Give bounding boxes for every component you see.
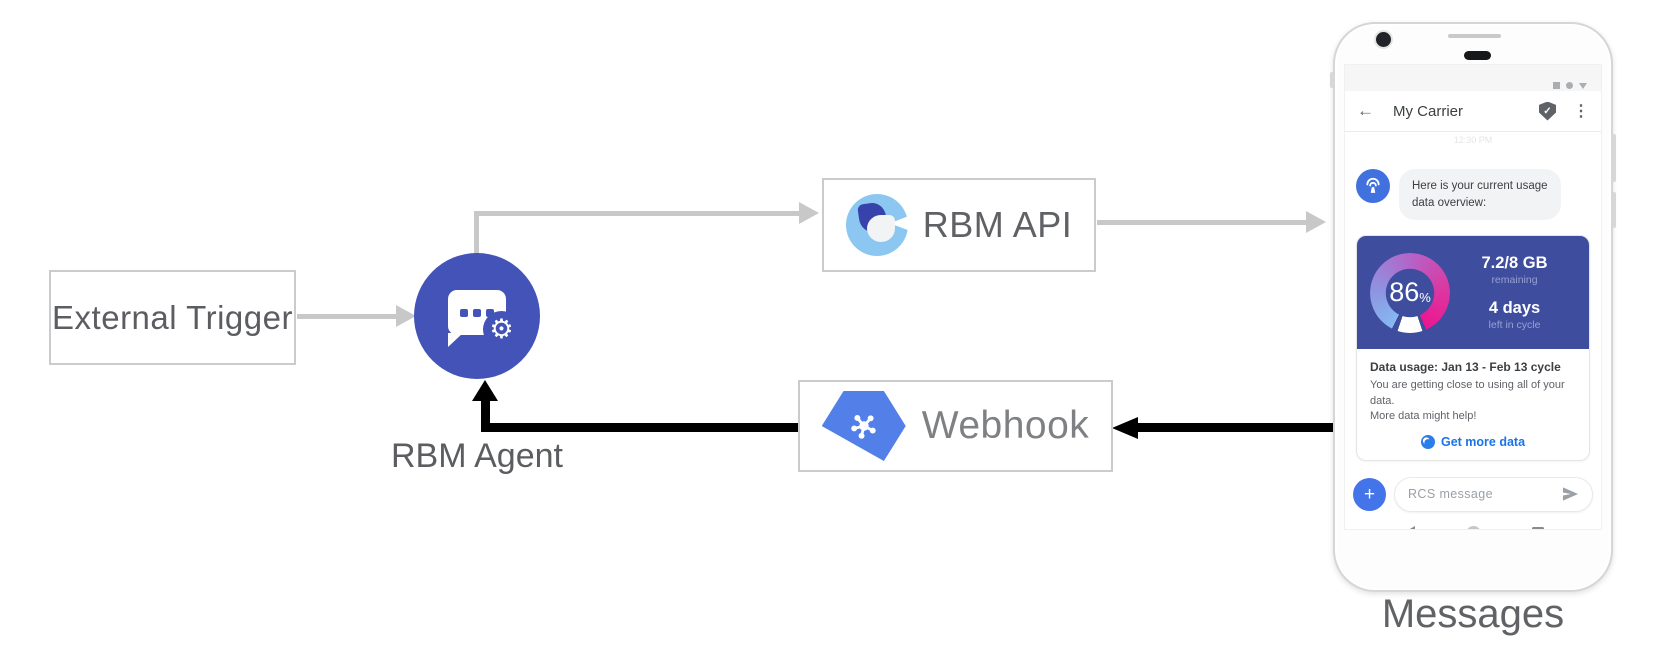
usage-stats: 7.2/8 GB remaining 4 days left in cycle: [1450, 254, 1579, 331]
agent-message-line1: Here is your current usage: [1412, 180, 1548, 192]
rcs-message-placeholder: RCS message: [1408, 487, 1493, 502]
webhook-node: Webhook: [798, 380, 1113, 472]
arrowhead-left-icon: [1112, 417, 1138, 439]
gauge-percent-sign: %: [1419, 289, 1431, 305]
verified-shield-icon: ✓: [1539, 101, 1556, 121]
gauge-percent: 86: [1389, 277, 1420, 308]
connector-agent-vertical: [481, 400, 490, 432]
connector-agent-up: [474, 213, 479, 258]
usage-card-body: Data usage: Jan 13 - Feb 13 cycle You ar…: [1357, 349, 1589, 459]
external-trigger-label: External Trigger: [52, 298, 293, 336]
phone-mockup: ← My Carrier ✓ ⋮ 12:30 PM Here is your c…: [1330, 22, 1616, 592]
status-bar: [1345, 65, 1601, 91]
speaker-slot-icon: [1448, 34, 1501, 38]
gear-icon: ⚙: [483, 311, 520, 348]
power-button: [1612, 134, 1616, 182]
get-more-data-button[interactable]: Get more data: [1370, 434, 1576, 449]
attach-plus-button[interactable]: +: [1353, 477, 1386, 511]
header-divider: [1345, 131, 1601, 132]
usage-card-text-line1: You are getting close to using all of yo…: [1370, 379, 1565, 407]
rbm-api-label: RBM API: [922, 204, 1073, 245]
nav-back-icon[interactable]: [1402, 526, 1415, 529]
nav-home-icon[interactable]: [1465, 525, 1481, 529]
cycle-days-label: left in cycle: [1488, 319, 1541, 332]
arrowhead-up-icon: [472, 380, 498, 401]
connector-webhook-to-agent: [481, 423, 798, 432]
android-navbar: [1345, 525, 1601, 529]
carrier-avatar: [1356, 169, 1390, 203]
status-square-icon: [1553, 82, 1560, 89]
agent-message-line2: data overview:: [1412, 196, 1487, 209]
sim-tray: [1330, 72, 1334, 88]
connector-agent-to-api: [474, 211, 800, 216]
usage-gauge: 86 %: [1370, 252, 1450, 333]
arrowhead-right-icon: [396, 305, 416, 327]
usage-card-title: Data usage: Jan 13 - Feb 13 cycle: [1370, 360, 1561, 375]
earpiece-icon: [1464, 51, 1491, 60]
rbm-api-node: RBM API: [822, 178, 1096, 272]
chat-bubble-tail-icon: [448, 333, 463, 347]
external-trigger-node: External Trigger: [49, 270, 296, 365]
phone-screen: ← My Carrier ✓ ⋮ 12:30 PM Here is your c…: [1344, 64, 1602, 530]
webhook-hexagon-icon: [821, 390, 906, 462]
volume-button: [1612, 192, 1616, 228]
webhook-label: Webhook: [921, 404, 1090, 447]
rbm-api-logo-icon: [845, 194, 909, 256]
phone-caption: Messages: [1381, 592, 1565, 636]
remaining-value: 7.2/8 GB: [1481, 254, 1548, 273]
usage-gauge-panel: 86 % 7.2/8 GB remaining 4 days left in c…: [1357, 236, 1589, 350]
rbm-agent-label: RBM Agent: [391, 437, 563, 475]
back-icon[interactable]: ←: [1357, 101, 1374, 120]
connector-phone-to-webhook: [1138, 423, 1333, 432]
remaining-label: remaining: [1491, 274, 1538, 287]
antenna-icon: [1366, 177, 1380, 193]
rcs-message-input[interactable]: RCS message: [1394, 476, 1593, 512]
connector-api-to-phone: [1097, 220, 1308, 225]
message-composer: + RCS message: [1345, 476, 1601, 512]
network-hub-icon: [850, 414, 876, 439]
cycle-days-value: 4 days: [1488, 299, 1541, 318]
arrowhead-right-icon: [1306, 211, 1326, 233]
conversation-header: ← My Carrier ✓ ⋮: [1345, 91, 1601, 131]
status-circle-icon: [1566, 82, 1573, 89]
message-timestamp: 12:30 PM: [1453, 135, 1493, 145]
status-triangle-icon: [1579, 83, 1587, 89]
gauge-ring-icon: [1370, 252, 1450, 333]
gauge-value: 86 %: [1370, 253, 1450, 333]
agent-message-row: Here is your current usage data overview…: [1345, 169, 1601, 221]
front-camera-icon: [1376, 32, 1391, 47]
rbm-agent-node: ⚙: [414, 253, 540, 379]
conversation-title: My Carrier: [1393, 102, 1463, 120]
send-icon[interactable]: [1562, 487, 1579, 501]
connector-trigger-to-agent: [297, 314, 397, 319]
get-more-data-label: Get more data: [1440, 434, 1526, 449]
usage-card-text: You are getting close to using all of yo…: [1370, 378, 1576, 424]
data-usage-card: 86 % 7.2/8 GB remaining 4 days left in c…: [1356, 235, 1590, 461]
nav-recents-icon[interactable]: [1531, 527, 1544, 529]
agent-message-bubble: Here is your current usage data overview…: [1399, 169, 1561, 221]
globe-icon: [1420, 434, 1435, 449]
overflow-menu-icon[interactable]: ⋮: [1573, 103, 1589, 120]
arrowhead-right-icon: [799, 202, 819, 224]
usage-card-text-line2: More data might help!: [1370, 410, 1477, 423]
